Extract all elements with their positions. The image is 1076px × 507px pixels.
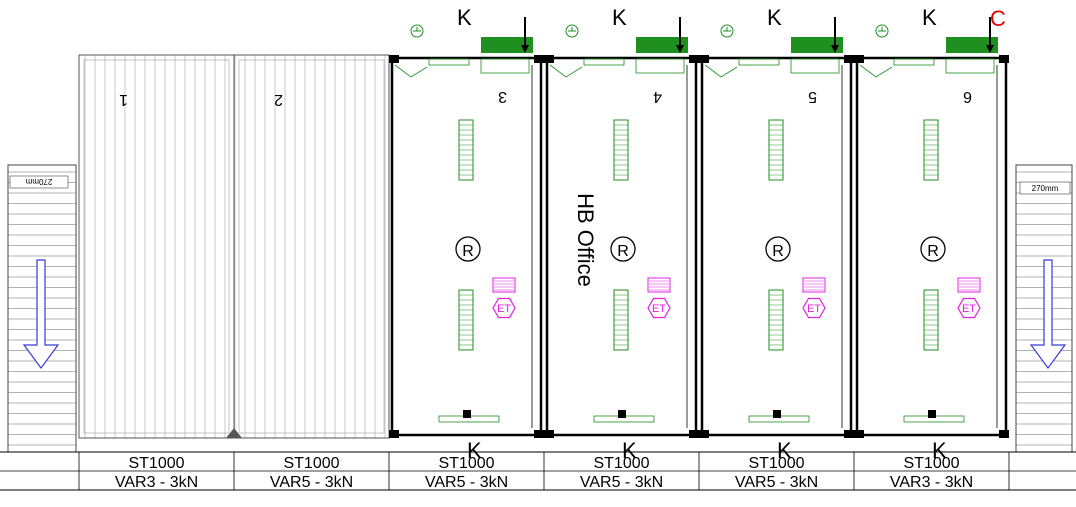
et-hexagon-icon: ET [647, 277, 671, 319]
table-cell: ST1000 [128, 455, 184, 472]
down-arrow-icon [1029, 259, 1067, 370]
light-fixture [923, 119, 939, 181]
container-2: 2 [226, 54, 390, 439]
container-number: 3 [498, 88, 507, 105]
svg-text:R: R [617, 243, 629, 260]
table-cell: VAR5 - 3kN [580, 474, 663, 491]
light-fixture [613, 289, 629, 351]
office-label: HB Office [573, 193, 598, 287]
et-hexagon-icon: ET [492, 277, 516, 319]
et-hexagon-icon: ET [802, 277, 826, 319]
container-number: 6 [963, 88, 972, 105]
container-number: 5 [808, 88, 817, 105]
k-label: K [612, 5, 627, 30]
container-number: 4 [653, 88, 662, 105]
container-number: 1 [119, 91, 128, 108]
left-stairs: 270mm [7, 164, 77, 453]
svg-text:R: R [772, 243, 784, 260]
k-label: K [922, 5, 937, 30]
svg-text:ET: ET [497, 303, 511, 315]
down-arrow-icon [22, 259, 60, 370]
top-right-mark: C [990, 6, 1006, 31]
ground-icon [565, 24, 579, 38]
table-cell: VAR5 - 3kN [425, 474, 508, 491]
ground-icon [720, 24, 734, 38]
svg-text:R: R [927, 243, 939, 260]
r-circle-icon: R [455, 236, 481, 262]
table-cell: ST1000 [748, 455, 804, 472]
container-number: 2 [274, 91, 283, 108]
k-label: K [932, 438, 947, 463]
r-circle-icon: R [920, 236, 946, 262]
svg-text:R: R [462, 243, 474, 260]
table-cell: VAR3 - 3kN [890, 474, 973, 491]
k-label: K [457, 5, 472, 30]
svg-text:ET: ET [652, 303, 666, 315]
r-circle-icon: R [610, 236, 636, 262]
r-circle-icon: R [765, 236, 791, 262]
k-label: K [777, 438, 792, 463]
light-fixture [458, 119, 474, 181]
light-fixture [613, 119, 629, 181]
et-hexagon-icon: ET [957, 277, 981, 319]
k-label: K [767, 5, 782, 30]
svg-text:ET: ET [962, 303, 976, 315]
container-5: K 5R ET K [699, 5, 854, 463]
right-dimension-label: 270mm [1032, 184, 1059, 193]
light-fixture [923, 289, 939, 351]
container-1: 1 [78, 54, 235, 439]
light-fixture [768, 289, 784, 351]
light-fixture [458, 289, 474, 351]
table-cell: ST1000 [903, 455, 959, 472]
table-cell: VAR5 - 3kN [735, 474, 818, 491]
light-fixture [768, 119, 784, 181]
container-6: K 6R ET K [854, 5, 1009, 463]
ground-icon [410, 24, 424, 38]
svg-text:ET: ET [807, 303, 821, 315]
k-label: K [622, 438, 637, 463]
right-stairs: 270mm [1015, 164, 1073, 453]
table-cell: ST1000 [593, 455, 649, 472]
left-dimension-label: 270mm [25, 177, 52, 186]
container-4: K 4R ET K [544, 5, 699, 463]
table-cell: VAR5 - 3kN [270, 474, 353, 491]
container-3: K 3R ET K [389, 5, 544, 463]
ground-icon [875, 24, 889, 38]
table-cell: ST1000 [438, 455, 494, 472]
table-cell: ST1000 [283, 455, 339, 472]
table-cell: VAR3 - 3kN [115, 474, 198, 491]
k-label: K [467, 438, 482, 463]
